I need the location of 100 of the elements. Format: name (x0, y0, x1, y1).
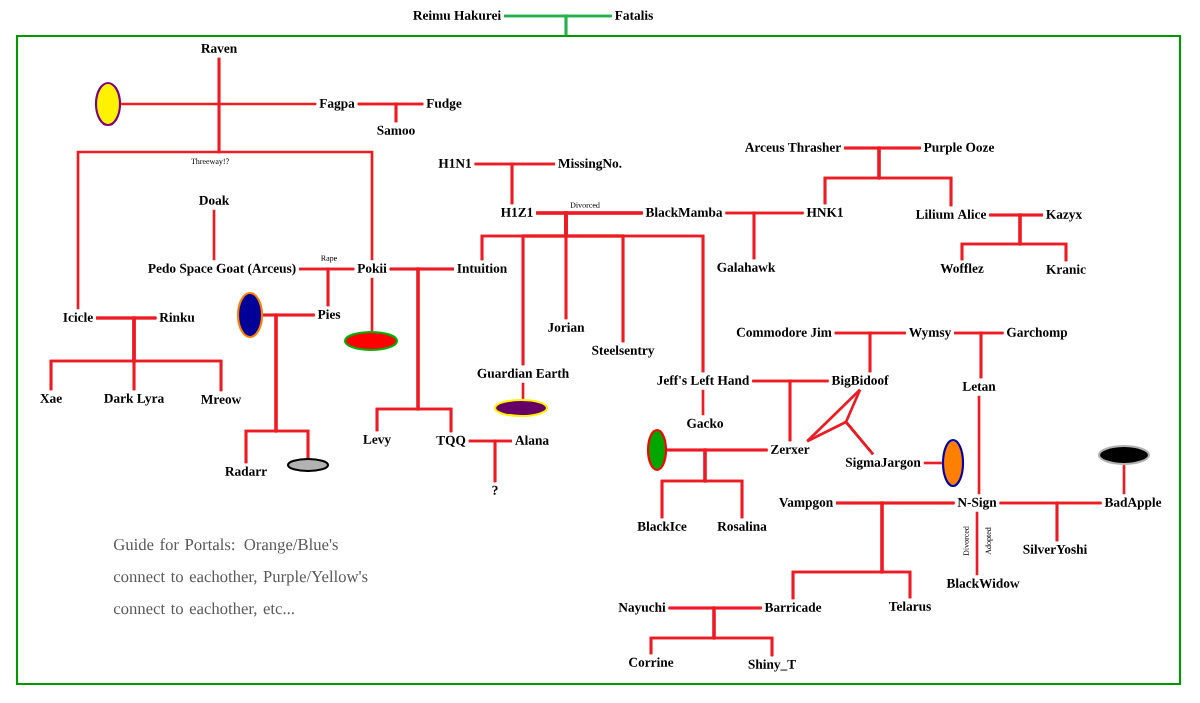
name-label: Fudge (426, 98, 462, 111)
connector-line (274, 313, 315, 458)
portal-ellipse (1097, 444, 1151, 466)
edge-label: Divorced (569, 201, 601, 209)
name-label: Zerxer (771, 444, 810, 454)
connector-line (564, 211, 705, 373)
name-label: Rinku (159, 312, 195, 322)
name-label: ? (492, 485, 498, 495)
name-label: Telarus (888, 601, 931, 611)
connector-line (712, 606, 774, 657)
name-label: Pedo Space Goat (Arceus) (148, 263, 296, 276)
name-label: BlackIce (637, 521, 687, 531)
name-label: BadApple (1104, 497, 1162, 510)
name-label: Jorian (548, 322, 585, 332)
name-label: Corrine (629, 657, 674, 667)
name-label: Kranic (1046, 264, 1086, 274)
connector-line (564, 14, 612, 35)
portal-ellipse (493, 398, 549, 418)
connector-line (701, 389, 705, 416)
portal-ellipse (286, 457, 330, 473)
name-label: BigBidoof (831, 375, 889, 388)
portal-ellipse (941, 438, 965, 488)
name-label: Dark Lyra (104, 393, 164, 406)
connector-line (493, 439, 513, 483)
connector-line (880, 501, 955, 599)
connector-line (121, 102, 317, 106)
name-label: H1N1 (438, 158, 471, 168)
name-label: Samoo (377, 125, 415, 135)
connector-line (806, 388, 861, 443)
name-label: Guardian Earth (477, 368, 569, 378)
name-label: Steelsentry (592, 345, 655, 358)
connector-line (132, 316, 223, 392)
name-label: HNK1 (806, 207, 843, 217)
name-label: Shiny_T (748, 659, 796, 672)
guide-note: Guide for Portals: Orange/Blue's connect to eachother, Purple/Yellow's connect to eachother, etc... (113, 538, 368, 617)
connector-line (521, 382, 525, 399)
name-label: Fatalis (615, 10, 653, 20)
name-label: Kazyx (1046, 209, 1083, 222)
edge-label: Threeway!? (190, 157, 230, 167)
frame-box (15, 34, 1182, 686)
name-label: MissingNo. (558, 158, 622, 171)
connector-line (923, 461, 942, 465)
name-label: Doak (199, 195, 230, 205)
name-label: H1Z1 (500, 207, 533, 217)
portal-ellipse (343, 330, 399, 352)
name-label: Fagpa (319, 98, 355, 111)
name-label: Wymsy (908, 327, 952, 340)
name-label: N-Sign (957, 497, 997, 510)
name-label: Intuition (457, 263, 507, 273)
connector-line (510, 162, 556, 205)
connector-line (370, 277, 374, 331)
name-label: Vampgon (779, 497, 833, 510)
connector-line (977, 395, 981, 495)
name-label: Radarr (225, 466, 267, 476)
relationship-note: Divorced (962, 525, 970, 557)
name-label: Alana (515, 435, 549, 445)
connector-line (217, 57, 374, 261)
name-label: Jeff's Left Hand (657, 375, 750, 385)
connector-line (703, 448, 768, 519)
connector-line (752, 211, 804, 260)
connector-line (868, 331, 906, 373)
name-label: Pokii (357, 263, 387, 273)
connector-line (394, 102, 424, 123)
portal-ellipse (94, 81, 122, 127)
name-label: Pies (317, 309, 341, 319)
portal-ellipse (236, 291, 264, 339)
name-label: Commodore Jim (736, 327, 832, 337)
name-label: Arceus Thrasher (744, 142, 841, 152)
connector-line (1122, 465, 1126, 495)
name-label: Nayuchi (618, 602, 666, 615)
connector-line (788, 379, 829, 442)
name-label: Raven (201, 43, 237, 53)
connector-line (326, 267, 355, 307)
name-label: Xae (40, 393, 62, 403)
name-label: Wofflez (940, 263, 984, 273)
name-label: Letan (962, 381, 996, 391)
name-label: Garchomp (1007, 327, 1068, 340)
connector-line (1055, 501, 1102, 542)
name-label: Icicle (63, 312, 93, 322)
connector-line (877, 146, 953, 207)
connector-line (416, 267, 454, 433)
connector-line (1018, 213, 1068, 262)
name-label: SilverYoshi (1023, 544, 1088, 554)
connector-line (975, 511, 979, 576)
name-label: Reimu Hakurei (413, 10, 501, 20)
name-label: Lilium Alice (915, 209, 987, 219)
name-label: TQQ (436, 435, 466, 447)
connector-line (806, 420, 875, 456)
portal-ellipse (646, 428, 668, 472)
name-label: Rosalina (717, 521, 767, 531)
name-label: BlackWidow (946, 578, 1020, 588)
name-label: Purple Ooze (923, 142, 995, 155)
name-label: BlackMamba (645, 207, 723, 217)
name-label: Levy (363, 434, 391, 447)
name-label: Gacko (687, 418, 724, 428)
name-label: Galahawk (717, 262, 776, 272)
connector-line (979, 331, 1004, 379)
name-label: Barricade (764, 602, 822, 612)
name-label: Mreow (201, 394, 242, 404)
connector-line (212, 209, 216, 261)
